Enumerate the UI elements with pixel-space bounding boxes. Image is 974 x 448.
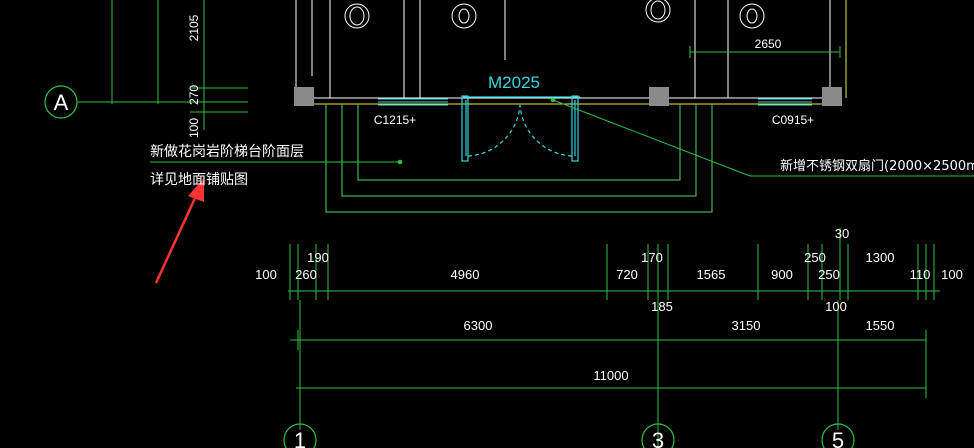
dimension-label: 900 <box>771 267 793 282</box>
double-door-swing-icon <box>461 95 580 162</box>
dimension-label: 30 <box>835 226 849 241</box>
axis-bubbles-bottom <box>283 423 855 448</box>
dimension-vertical-100: 100 <box>187 118 201 138</box>
dimension-label: 260 <box>295 267 317 282</box>
dimension-label: 720 <box>616 267 638 282</box>
dimension-label: 6300 <box>464 318 493 333</box>
dimension-label: 170 <box>641 250 663 265</box>
dimension-label: 1300 <box>866 250 895 265</box>
door-label-m2025: M2025 <box>488 73 540 92</box>
annotation-leaders <box>150 97 974 177</box>
dimension-2650-line <box>689 46 841 58</box>
axis-label-3: 3 <box>652 428 664 448</box>
vertical-dimension-lines <box>104 0 248 130</box>
dimension-vertical-2105: 2105 <box>187 14 201 41</box>
dimension-vertical-270: 270 <box>187 85 201 105</box>
axis-bubble-a <box>44 85 104 119</box>
dimension-label: 1565 <box>697 267 726 282</box>
axis-label-1: 1 <box>294 428 306 448</box>
window-c1215 <box>378 98 448 106</box>
dimension-label: 3150 <box>732 318 761 333</box>
window-label-c0915: C0915+ <box>772 113 814 127</box>
dimension-label: 4960 <box>451 267 480 282</box>
dimension-label: 250 <box>804 250 826 265</box>
fixture-icons <box>344 0 765 29</box>
step-note-line2: 详见地面铺贴图 <box>150 172 248 188</box>
building-walls <box>295 0 838 99</box>
horizontal-dimension-lines <box>288 228 940 448</box>
dimension-label: 100 <box>825 299 847 314</box>
dimension-label: 110 <box>910 267 931 282</box>
exterior-outline <box>296 0 847 105</box>
structural-columns <box>294 87 842 106</box>
window-c0915 <box>758 98 812 106</box>
dimension-label: 250 <box>818 267 840 282</box>
dimension-label: 185 <box>651 299 673 314</box>
dimension-total: 11000 <box>593 368 628 383</box>
dimension-label: 190 <box>307 250 329 265</box>
entrance-steps <box>325 104 713 213</box>
dimension-2650: 2650 <box>755 37 782 51</box>
red-arrow-icon <box>154 178 204 284</box>
dimension-label: 1550 <box>866 318 895 333</box>
dimension-label: 100 <box>941 267 963 282</box>
axis-label-5: 5 <box>832 428 844 448</box>
axis-label-a: A <box>54 90 69 115</box>
window-label-c1215: C1215+ <box>374 113 416 127</box>
dimension-label: 100 <box>255 267 277 282</box>
step-note-line1: 新做花岗岩阶梯台阶面层 <box>150 144 304 160</box>
door-note: 新增不锈钢双扇门(2000×2500mm <box>780 158 974 174</box>
